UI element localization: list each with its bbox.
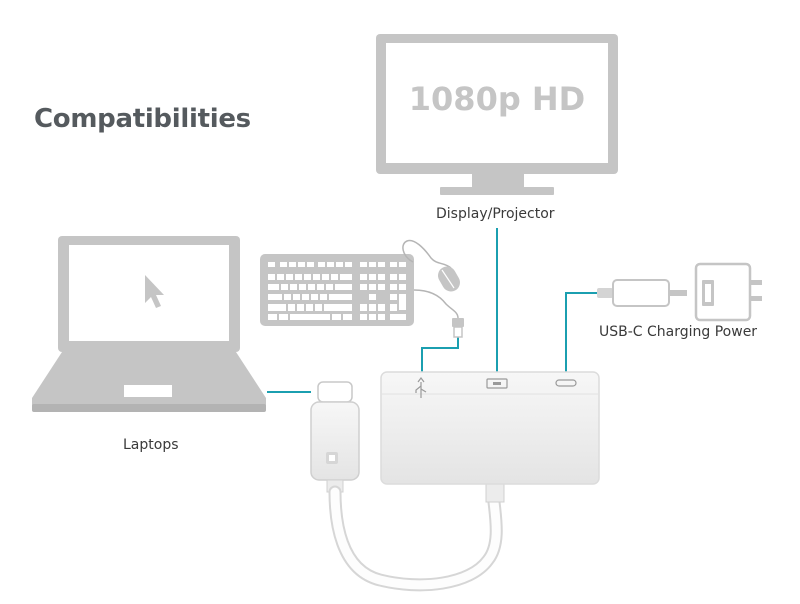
- power-adapter-icon: [694, 262, 762, 322]
- usb-c-cable-icon: [597, 279, 687, 307]
- usb-a-plug-icon: [413, 289, 464, 338]
- mouse-icon: [402, 239, 460, 292]
- usb-c-port-icon: [555, 379, 577, 387]
- line-keyboard: [421, 336, 459, 372]
- hdmi-port-icon: [486, 378, 508, 389]
- page-title: Compatibilities: [34, 104, 251, 134]
- charging-power-label: USB-C Charging Power: [599, 324, 758, 340]
- usb-port-icon: [415, 377, 427, 398]
- cursor-icon: [145, 275, 164, 308]
- display-projector-label: Display/Projector: [436, 206, 555, 222]
- monitor-icon: [376, 34, 618, 195]
- connector-lines: [267, 228, 597, 393]
- screen-resolution-text: 1080p HD: [409, 80, 585, 118]
- usb-c-plug-icon: [310, 381, 503, 592]
- laptops-label: Laptops: [123, 437, 179, 453]
- line-charging: [565, 292, 597, 372]
- adapter-hub-icon: [380, 371, 600, 503]
- keyboard-icon: [260, 254, 414, 326]
